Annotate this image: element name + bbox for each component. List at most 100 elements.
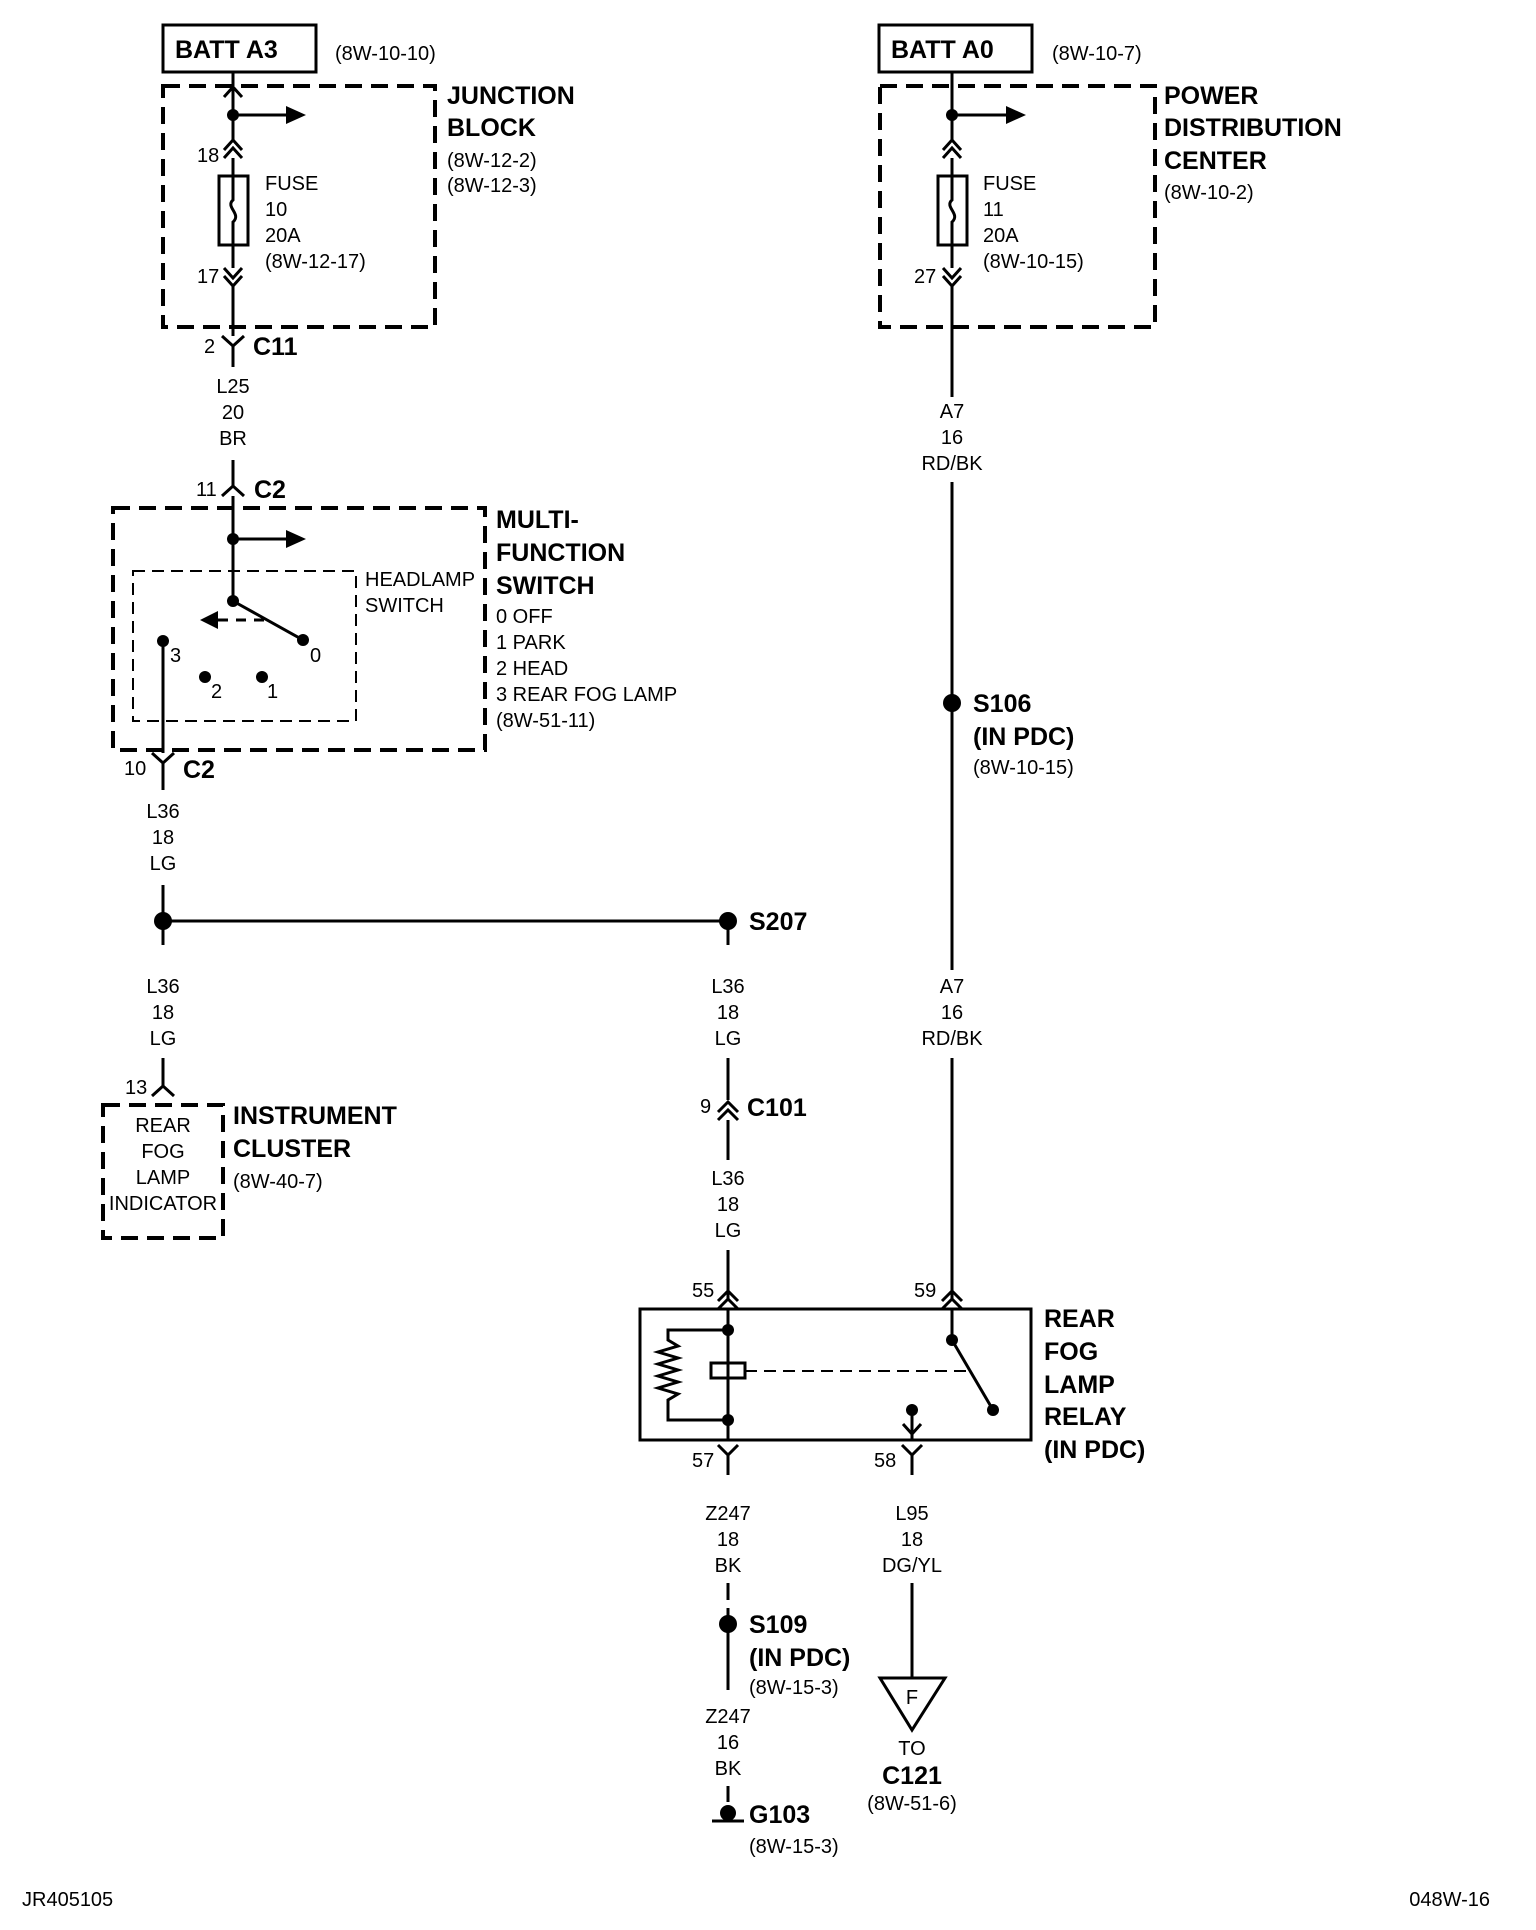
connector-c11: 2 C11: [204, 327, 298, 367]
batt-a3-label: BATT A3: [175, 36, 278, 64]
svg-text:LG: LG: [715, 1028, 742, 1050]
pdc-fuse-line-2: 11: [983, 199, 1004, 221]
pdc-fuse-line-3: 20A: [983, 225, 1019, 247]
jb-fuse-line-1: FUSE: [265, 173, 318, 195]
offpage-connector-f: F TO C121 (8W-51-6): [867, 1583, 957, 1815]
ground-icon: [720, 1805, 736, 1821]
svg-text:Z247: Z247: [705, 1503, 751, 1525]
headlamp-label-2: SWITCH: [365, 595, 444, 617]
power-distribution-center: POWER DISTRIBUTION CENTER (8W-10-2) 27 F…: [878, 72, 1342, 397]
svg-text:16: 16: [941, 1002, 963, 1024]
svg-text:18: 18: [717, 1529, 739, 1551]
mfs-pos-3: 3 REAR FOG LAMP: [496, 684, 677, 706]
connector-c2-out: 10 C2: [124, 751, 215, 790]
svg-text:16: 16: [717, 1732, 739, 1754]
svg-text:DG/YL: DG/YL: [882, 1555, 942, 1577]
svg-text:18: 18: [152, 827, 174, 849]
jb-fuse-line-2: 10: [265, 199, 287, 221]
c2-in-pin: 11: [196, 479, 217, 501]
svg-text:LG: LG: [150, 1028, 177, 1050]
connector-c101: 9 C101: [700, 1058, 807, 1160]
svg-text:L36: L36: [711, 976, 744, 998]
pdc-fuse-line-4: (8W-10-15): [983, 251, 1084, 273]
offpage-connector: C121: [882, 1762, 942, 1790]
wire-label-z247-a: Z247 18 BK: [705, 1503, 751, 1577]
wire-label-l36-d: L36 18 LG: [711, 1168, 744, 1242]
pdc-title-3: CENTER: [1164, 147, 1267, 175]
mfs-pos-2: 2 HEAD: [496, 658, 568, 680]
wire-label-l25: L25 20 BR: [216, 376, 249, 450]
c11-name: C11: [253, 333, 298, 361]
g103-name: G103: [749, 1801, 810, 1829]
instrument-cluster: 13 REAR FOG LAMP INDICATOR INSTRUMENT CL…: [101, 1058, 397, 1240]
relay-pin-59: 59: [914, 1280, 936, 1302]
ic-ref: (8W-40-7): [233, 1171, 323, 1193]
relay-pin-58: 58: [874, 1450, 896, 1472]
offpage-letter: F: [906, 1687, 918, 1709]
svg-text:L36: L36: [146, 801, 179, 823]
batt-a0-label: BATT A0: [891, 36, 994, 64]
ic-pin: 13: [125, 1077, 147, 1099]
relay-title-3: LAMP: [1044, 1371, 1115, 1399]
c2-out-name: C2: [183, 756, 215, 784]
s106-name: S106: [973, 690, 1031, 718]
relay-title-1: REAR: [1044, 1305, 1115, 1333]
pos-label-3: 3: [170, 645, 181, 667]
jb-fuse-line-4: (8W-12-17): [265, 251, 366, 273]
footer-left: JR405105: [22, 1889, 113, 1911]
relay-title-4: RELAY: [1044, 1403, 1127, 1431]
batt-a3-source: BATT A3 (8W-10-10): [161, 23, 436, 74]
connector-c2-in: 11 C2: [196, 460, 286, 504]
wire-label-l36-c: L36 18 LG: [711, 976, 744, 1050]
svg-text:18: 18: [717, 1194, 739, 1216]
junction-block-title-2: BLOCK: [447, 114, 536, 142]
svg-text:BK: BK: [715, 1758, 742, 1780]
c101-pin: 9: [700, 1096, 711, 1118]
mfs-title-2: FUNCTION: [496, 539, 625, 567]
s109-sub: (IN PDC): [749, 1644, 850, 1672]
offpage-to: TO: [898, 1738, 925, 1760]
c101-name: C101: [747, 1094, 807, 1122]
headlamp-label-1: HEADLAMP: [365, 569, 475, 591]
headlamp-switch-box: [132, 570, 357, 722]
mfs-pos-1: 1 PARK: [496, 632, 566, 654]
junction-block: JUNCTION BLOCK (8W-12-2) (8W-12-3) 18 17…: [161, 72, 575, 329]
c2-in-name: C2: [254, 476, 286, 504]
feed-arrow-icon: [286, 530, 306, 548]
svg-text:L95: L95: [895, 1503, 928, 1525]
pdc-fuse-line-1: FUSE: [983, 173, 1036, 195]
junction-block-title-1: JUNCTION: [447, 82, 575, 110]
s106-ref: (8W-10-15): [973, 757, 1074, 779]
jb-pin-out: 17: [197, 266, 219, 288]
feed-arrow-icon: [1006, 106, 1026, 124]
jb-pin-in: 18: [197, 145, 219, 167]
l36-junction: S207: [154, 885, 807, 945]
splice-s106: S106 (IN PDC) (8W-10-15): [943, 482, 1074, 970]
svg-text:18: 18: [152, 1002, 174, 1024]
pdc-ref: (8W-10-2): [1164, 182, 1254, 204]
ic-inner-3: LAMP: [136, 1167, 190, 1189]
svg-text:18: 18: [901, 1529, 923, 1551]
svg-text:A7: A7: [940, 401, 964, 423]
feed-arrow-icon: [286, 106, 306, 124]
svg-text:RD/BK: RD/BK: [921, 453, 983, 475]
splice-s109: S109 (IN PDC) (8W-15-3): [719, 1583, 850, 1699]
s106-sub: (IN PDC): [973, 723, 1074, 751]
pos-label-0: 0: [310, 645, 321, 667]
relay-pin-57: 57: [692, 1450, 714, 1472]
ic-inner-1: REAR: [135, 1115, 191, 1137]
wire-label-l36-b: L36 18 LG: [146, 976, 179, 1050]
svg-text:BR: BR: [219, 428, 247, 450]
mfs-title-3: SWITCH: [496, 572, 595, 600]
multifunction-switch: MULTI- FUNCTION SWITCH 0 OFF 1 PARK 2 HE…: [111, 496, 677, 753]
s109-ref: (8W-15-3): [749, 1677, 839, 1699]
resistor-icon: [652, 1328, 728, 1422]
wire-label-z247-b: Z247 16 BK: [705, 1706, 751, 1780]
g103-ref: (8W-15-3): [749, 1836, 839, 1858]
jb-fuse-line-3: 20A: [265, 225, 301, 247]
pos-label-2: 2: [211, 681, 222, 703]
svg-text:20: 20: [222, 402, 244, 424]
wire-label-a7-b: A7 16 RD/BK: [921, 976, 983, 1050]
batt-a3-ref: (8W-10-10): [335, 43, 436, 65]
ic-title-2: CLUSTER: [233, 1135, 351, 1163]
